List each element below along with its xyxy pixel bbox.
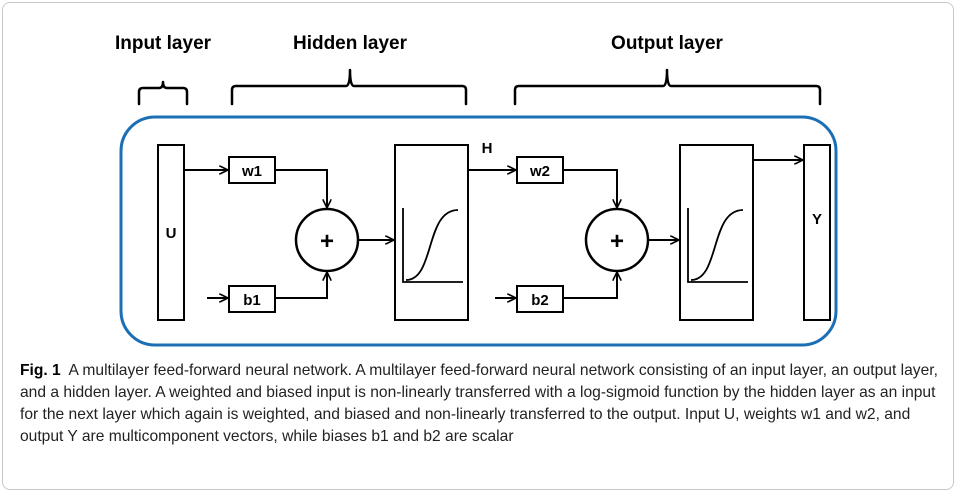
arrow-b2-to-sum2 <box>563 273 617 299</box>
output-vector-box <box>803 144 831 321</box>
arrow-b1-to-sum1 <box>275 273 327 299</box>
caption-text: A multilayer feed-forward neural network… <box>20 362 938 445</box>
sum2-symbol: + <box>610 228 624 255</box>
network-diagram: Input layer Hidden layer Output layer U … <box>115 33 838 347</box>
figure-caption: Fig. 1 A multilayer feed-forward neural … <box>20 360 942 448</box>
bias2-label: b2 <box>531 292 549 309</box>
input-vector-label: U <box>166 225 177 242</box>
arrow-w1-to-sum1 <box>275 169 327 207</box>
weight1-label: w1 <box>241 163 262 180</box>
output-vector-label: Y <box>812 211 822 228</box>
hidden-layer-label: Hidden layer <box>293 33 408 54</box>
bias2-box <box>516 285 564 313</box>
output-layer-brace <box>513 68 822 106</box>
input-vector-box <box>157 144 185 321</box>
hidden-output-label: H <box>482 140 493 157</box>
sum1-symbol: + <box>320 228 334 255</box>
weight1-box <box>228 156 276 184</box>
input-layer-brace <box>137 80 189 106</box>
weight2-label: w2 <box>529 163 550 180</box>
input-layer-label: Input layer <box>115 33 212 54</box>
hidden-layer-brace <box>230 68 468 106</box>
hidden-activation-box <box>394 144 469 321</box>
network-container <box>119 115 838 347</box>
bias1-label: b1 <box>243 292 261 309</box>
output-layer-label: Output layer <box>611 33 724 54</box>
output-activation-box <box>679 144 754 321</box>
output-sigmoid-icon <box>687 208 748 283</box>
arrow-w2-to-sum2 <box>563 169 617 207</box>
figure-label: Fig. 1 <box>20 362 61 379</box>
hidden-sigmoid-icon <box>402 208 463 283</box>
